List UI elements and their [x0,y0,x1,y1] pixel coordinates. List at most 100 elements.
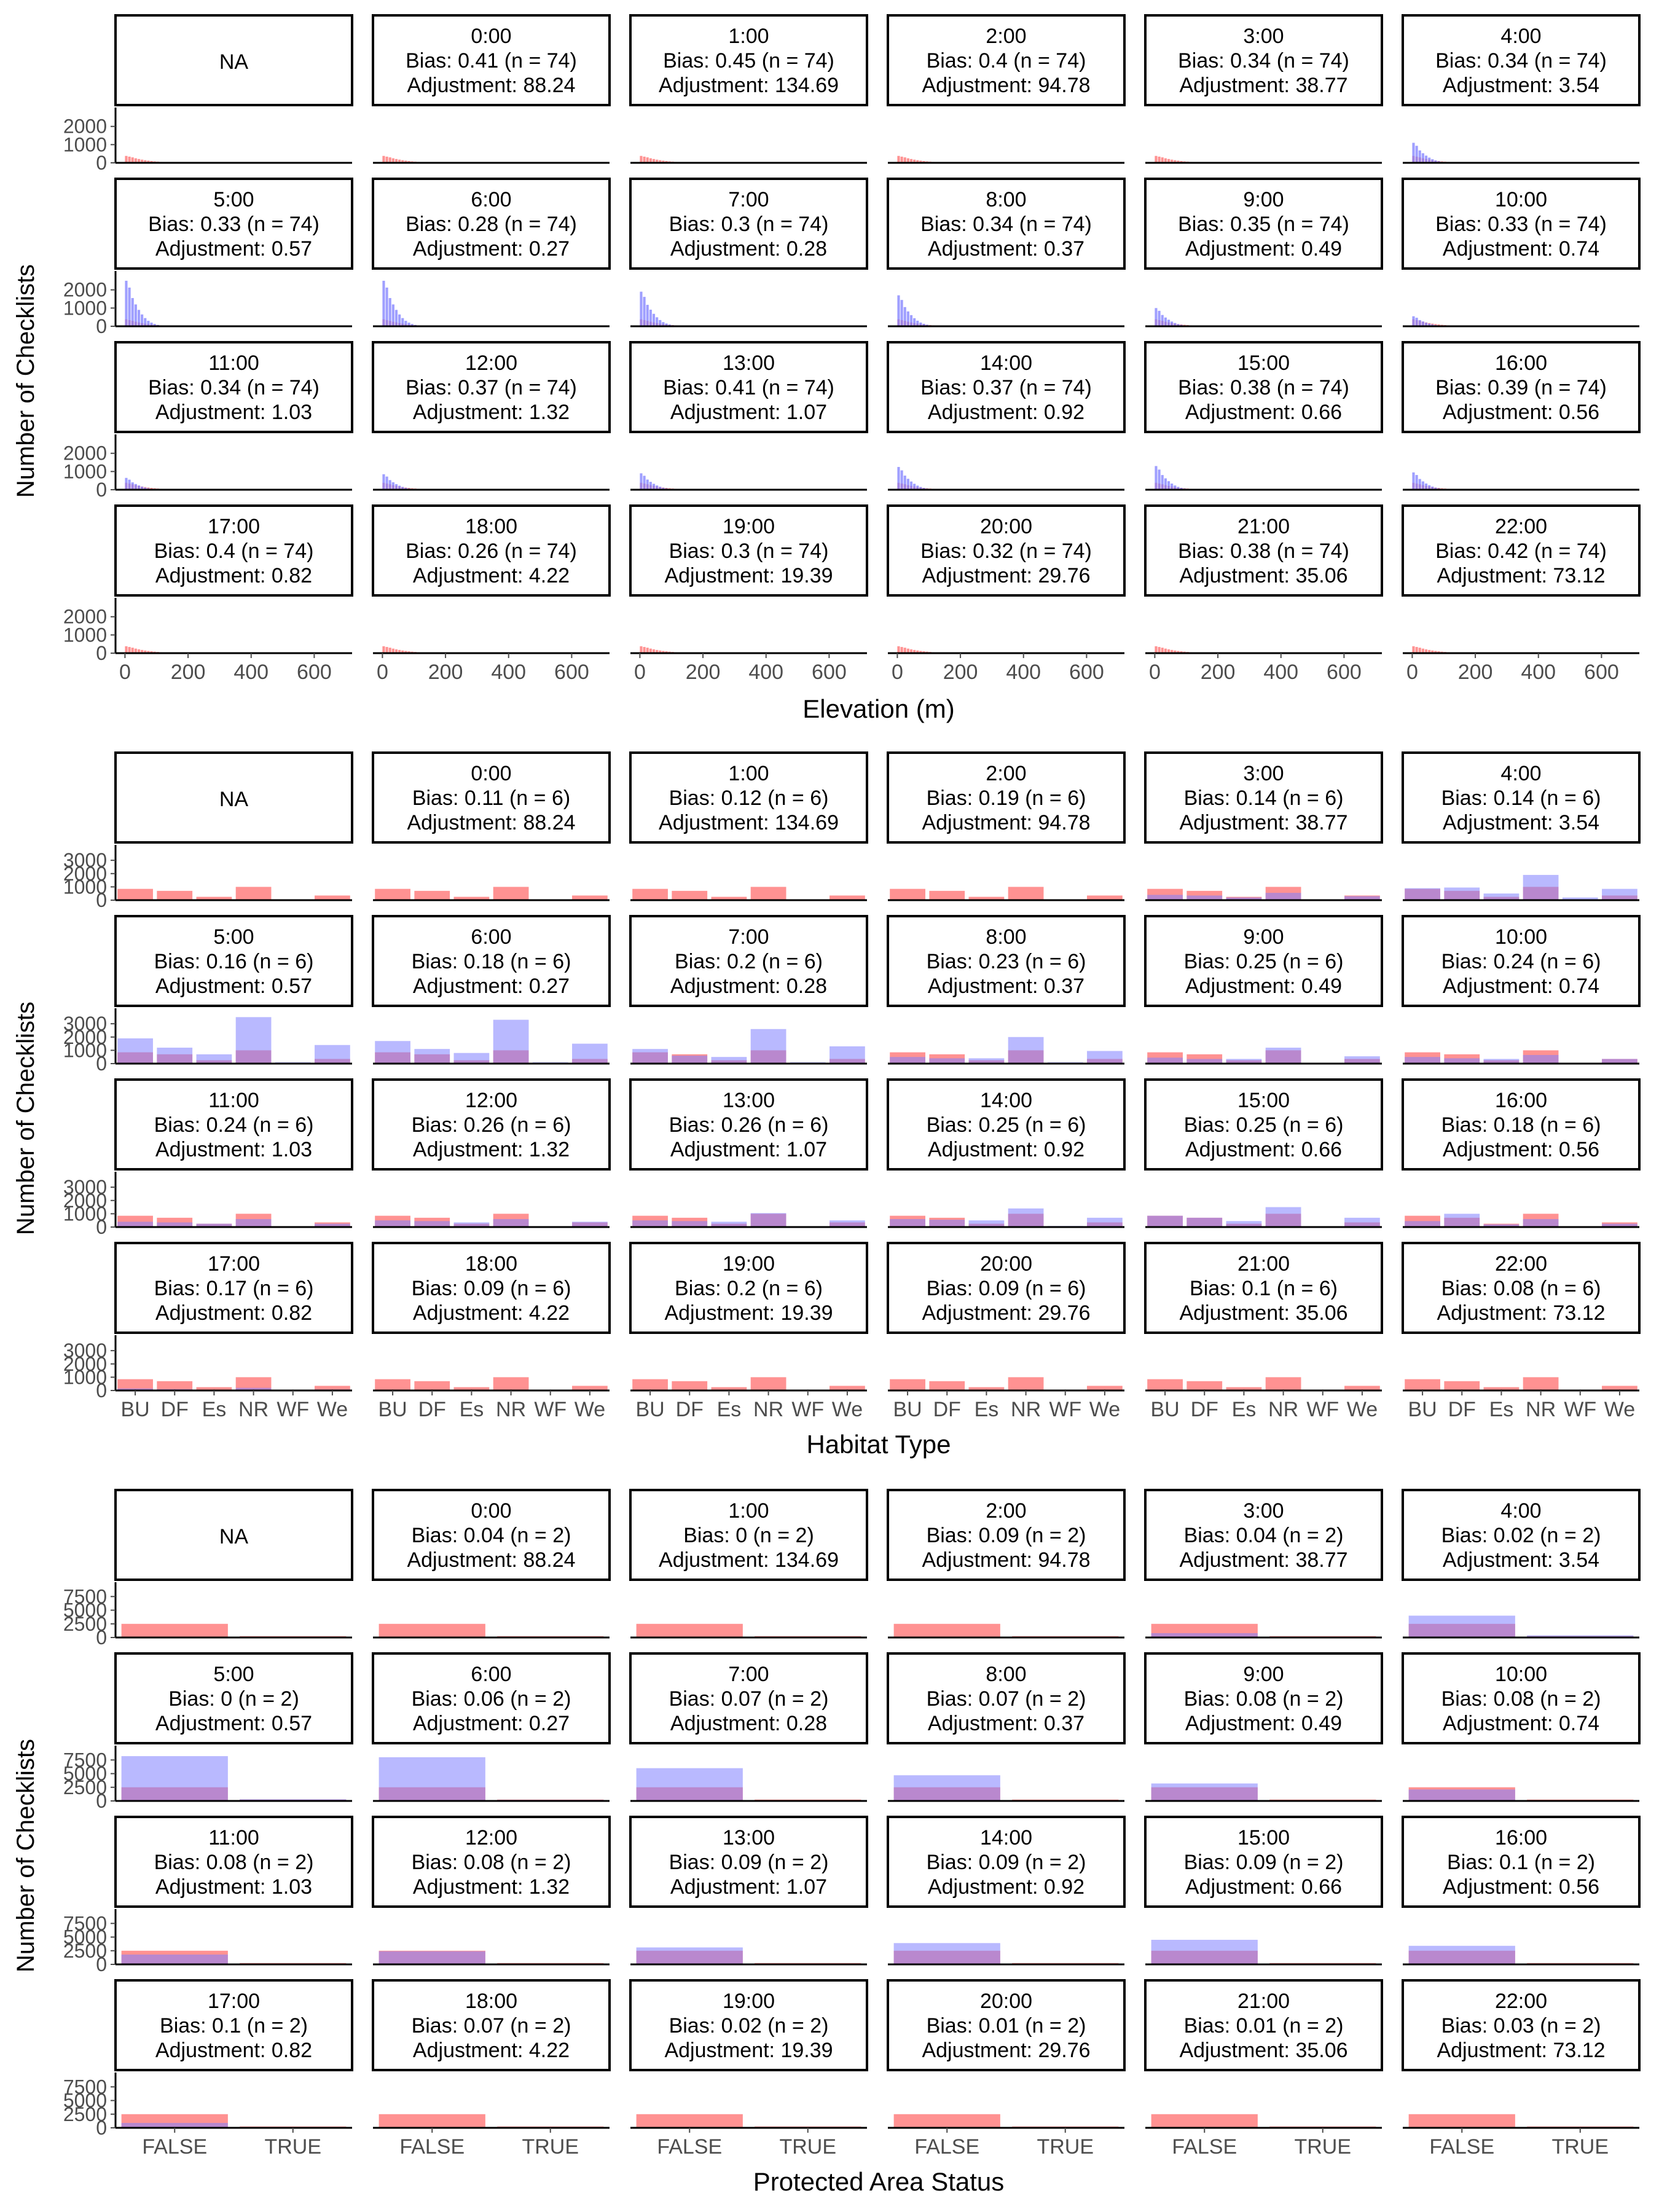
facet-adjustment: Adjustment: 0.28 [670,975,827,998]
reference-bar-df [414,890,450,900]
y-tick-label: 7500 [63,1749,107,1771]
facet-bias: Bias: 0.09 (n = 2) [669,1851,829,1874]
observed-bar-es [1226,1221,1262,1227]
facet-strip [629,1078,868,1171]
facet-bias: Bias: 0.41 (n = 74) [406,49,577,73]
y-axis-title: Number of Checklists [12,1739,39,1972]
facet-adjustment: Adjustment: 3.54 [1443,74,1599,97]
observed-bar-es [1483,1224,1520,1227]
facet-hour: 7:00 [728,188,769,211]
y-tick-label: 2000 [63,116,107,138]
y-tick-label: 3000 [63,1013,107,1035]
reference-bar-nr [750,1377,786,1390]
elevation-reference-bar [643,156,646,163]
x-tick-label: We [575,1398,605,1421]
x-tick-label: 0 [377,661,388,684]
observed-bar-nr [750,1029,786,1064]
facet-bias: Bias: 0.1 (n = 6) [1190,1277,1338,1300]
observed-bar-nr [235,1219,272,1227]
facet-strip [114,1979,353,2071]
elevation-reference-bar [906,158,909,163]
facet-adjustment: Adjustment: 88.24 [407,74,575,97]
observed-bar-es [1483,893,1520,900]
facet-strip [629,1816,868,1908]
elevation-observed-bar [897,466,900,490]
reference-bar-bu [375,1379,410,1390]
elevation-reference-bar [137,159,141,163]
reference-bar-df [672,1381,708,1390]
elevation-observed-bar [652,313,656,326]
facet-adjustment: Adjustment: 134.69 [659,74,839,97]
reference-bar-false [378,2114,485,2128]
observed-bar-es [1226,1059,1262,1064]
facet-hour: 2:00 [986,762,1026,785]
elevation-reference-bar [141,649,144,653]
facet-hour: 12:00 [465,1826,517,1849]
facet-hour: 21:00 [1237,1990,1290,2013]
elevation-reference-bar [141,159,144,163]
elevation-observed-bar [401,487,404,490]
y-tick-label: 2500 [63,1940,107,1962]
facet-bias: Bias: 0.24 (n = 6) [154,1113,314,1137]
facet-hour: 5:00 [213,1663,254,1686]
facet-adjustment: Adjustment: 38.77 [1179,811,1347,834]
elevation-observed-bar [141,486,144,490]
y-axis-title: Number of Checklists [12,264,39,498]
elevation-observed-bar [385,476,388,490]
elevation-observed-bar [1174,485,1177,490]
elevation-reference-bar [147,160,150,163]
x-tick-label: TRUE [264,2135,321,2159]
facet-strip [887,1078,1126,1171]
facet-bias: Bias: 0.18 (n = 6) [412,950,571,973]
elevation-observed-bar [656,485,659,490]
facet-bias: Bias: 0.07 (n = 2) [669,1687,829,1711]
facet-adjustment: Adjustment: 73.12 [1437,2039,1605,2062]
x-tick-label: BU [378,1398,407,1421]
y-tick-label: 1000 [63,133,107,155]
reference-bar-false [893,1623,1000,1637]
y-tick-label: 5000 [63,1599,107,1622]
elevation-observed-bar [1421,153,1424,163]
observed-bar-we [572,1043,608,1064]
facet-hour: 3:00 [1243,762,1284,785]
elevation-observed-bar [1155,308,1158,326]
observed-bar-bu [117,1222,153,1227]
x-tick-label: NR [753,1398,783,1421]
elevation-observed-bar [913,484,916,490]
elevation-reference-bar [398,649,401,653]
observed-bar-df [1186,1217,1223,1227]
y-tick-label: 2000 [63,1026,107,1048]
elevation-reference-bar [391,158,394,163]
elevation-observed-bar [137,485,141,490]
facet-hour: 9:00 [1243,1663,1284,1686]
elevation-observed-bar [398,314,401,326]
facet-hour: 3:00 [1243,1499,1284,1523]
observed-bar-nr [1265,1207,1301,1227]
x-tick-label: NR [1011,1398,1041,1421]
reference-bar-bu [375,888,410,900]
elevation-reference-bar [1424,649,1428,653]
elevation-observed-bar [903,476,906,490]
y-tick-label: 2500 [63,1776,107,1798]
x-tick-label: NR [238,1398,269,1421]
elevation-observed-bar [410,324,414,326]
facet-strip [114,341,353,433]
facet-strip [1144,1078,1383,1171]
facet-bias: Bias: 0.39 (n = 74) [1435,376,1607,399]
reference-bar-es [453,1387,490,1390]
y-tick-label: 0 [96,1953,107,1975]
y-tick-label: 0 [96,1626,107,1649]
facet-adjustment: Adjustment: 0.49 [1185,237,1342,261]
facet-strip [1144,1242,1383,1334]
facet-bias: Bias: 0.34 (n = 74) [920,213,1092,236]
elevation-reference-bar [646,157,649,163]
